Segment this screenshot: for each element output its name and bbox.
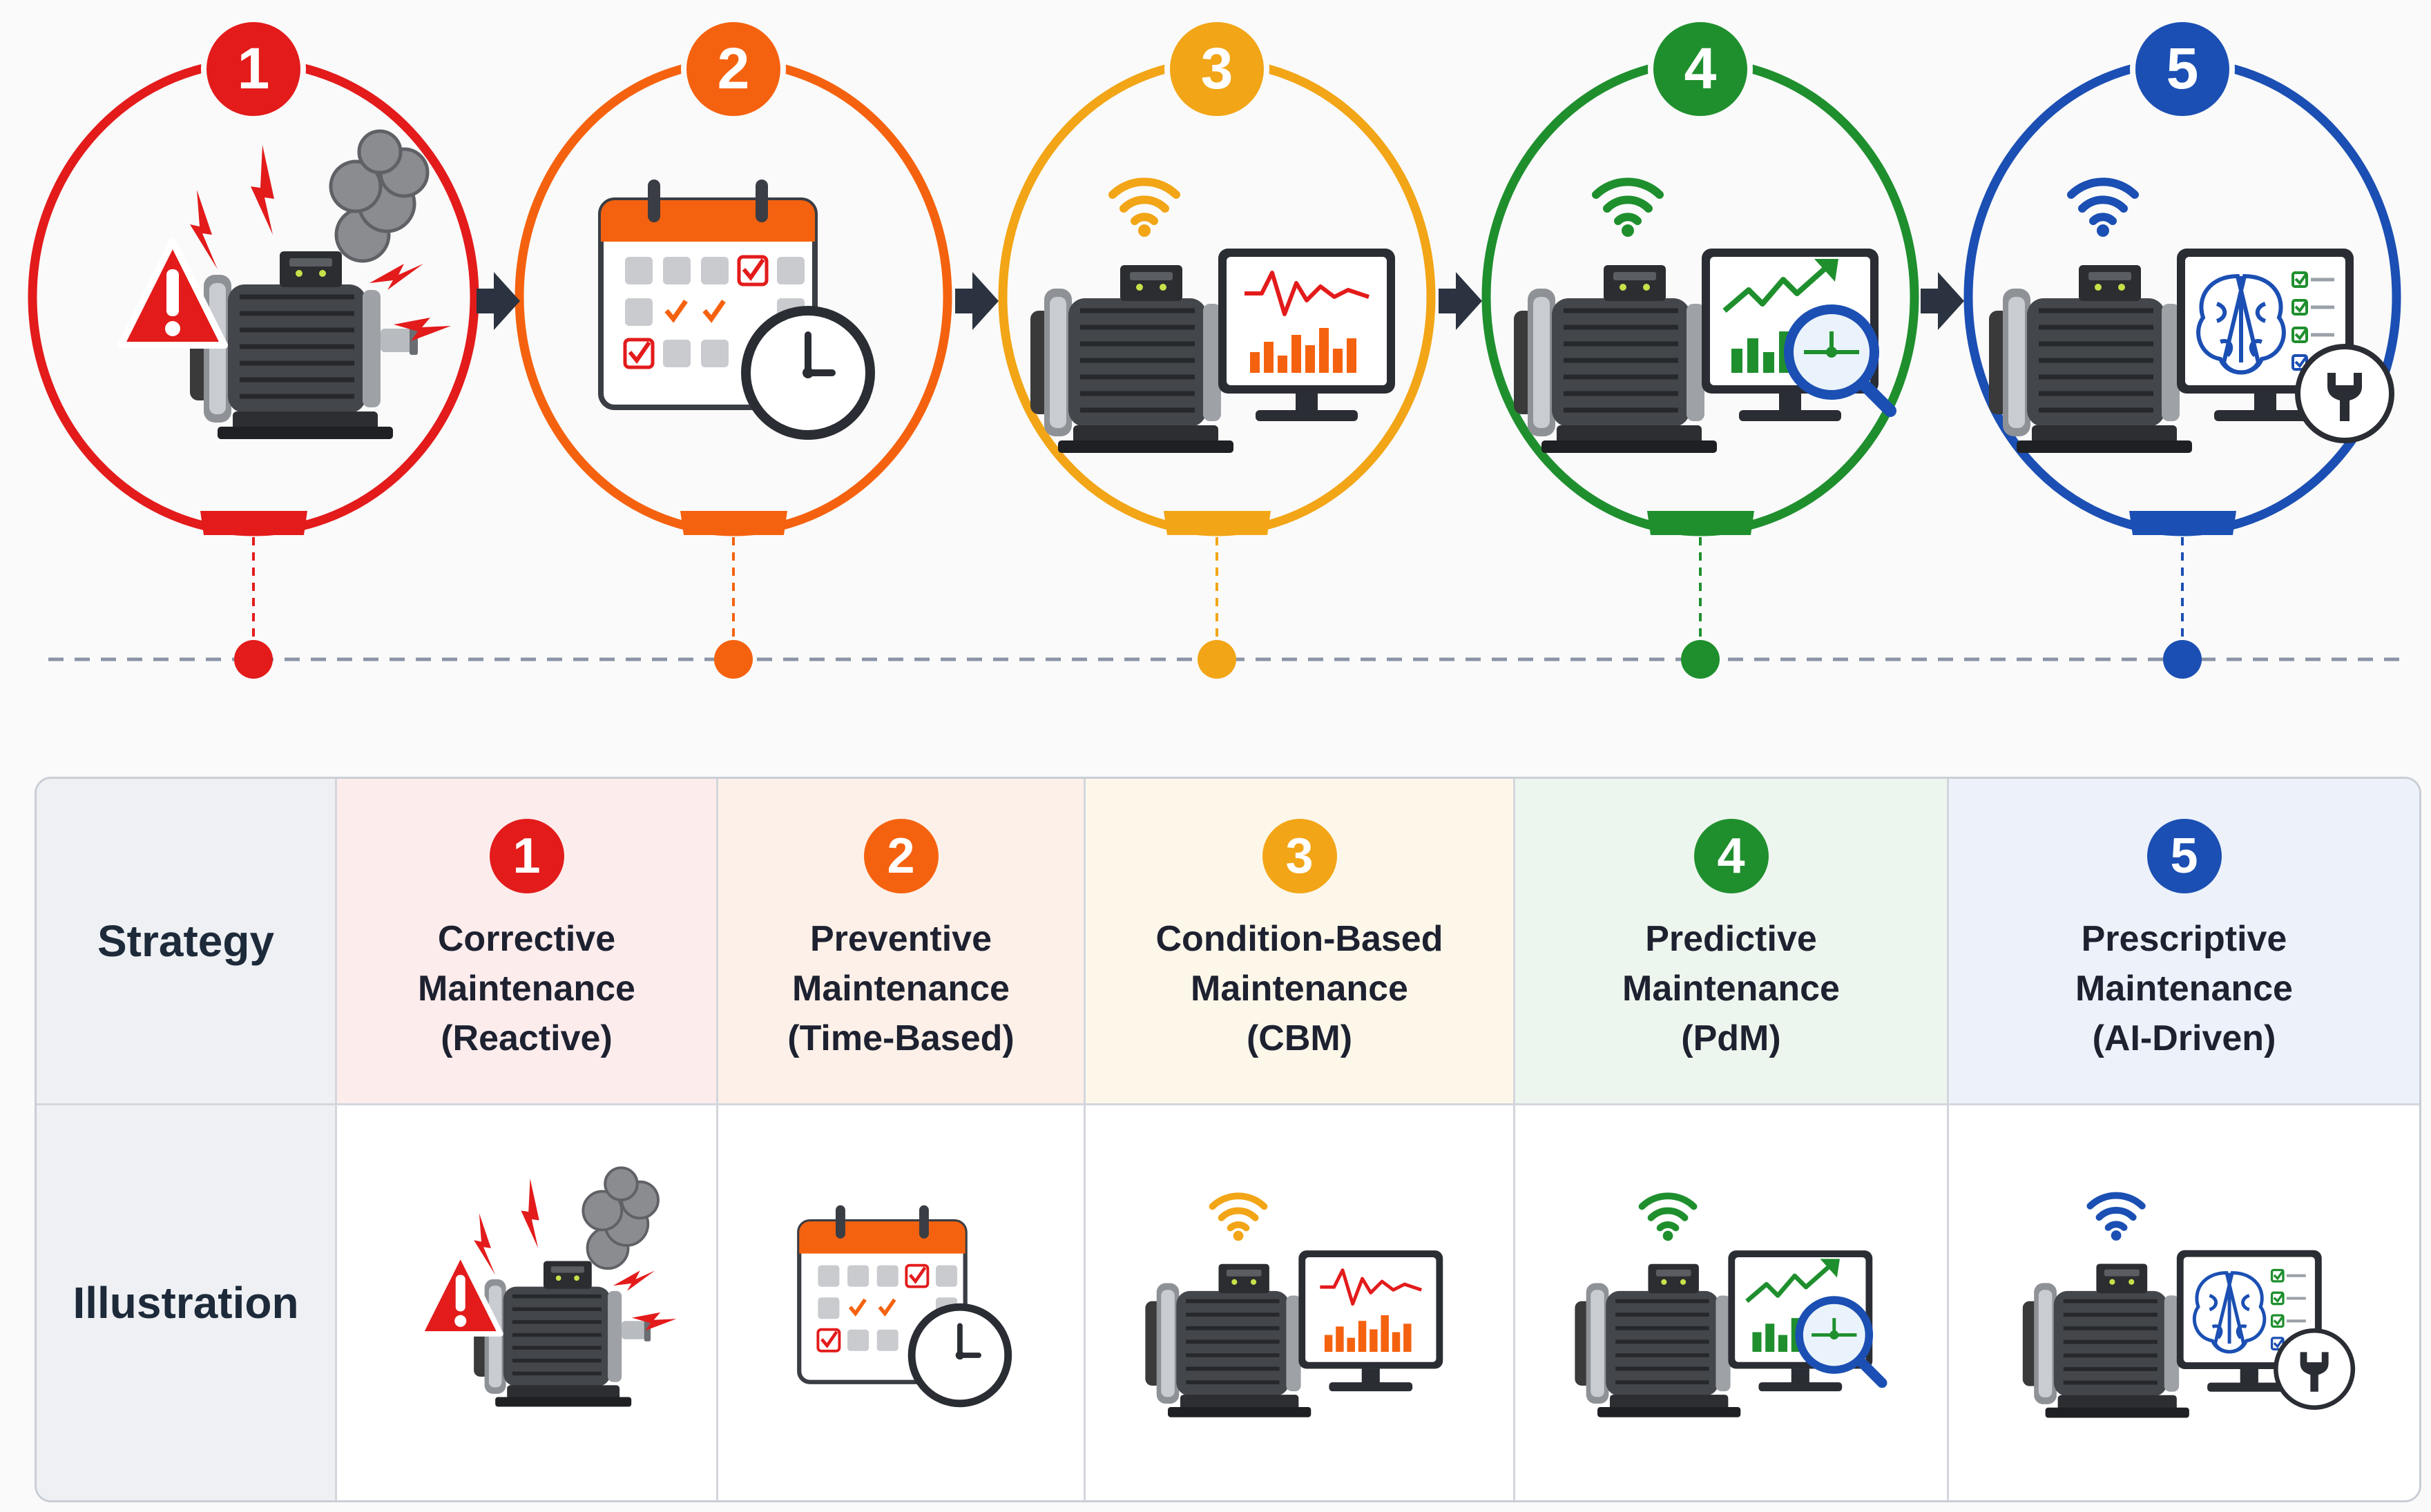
stage-2-number: 2: [718, 36, 750, 101]
strategy-4-line2: Maintenance: [1622, 969, 1840, 1009]
stage-1-dot: [234, 640, 273, 679]
strategy-cell-3: 3 Condition-Based Maintenance (CBM): [1086, 779, 1515, 1105]
stage-5-number: 5: [2166, 36, 2199, 101]
stage-5: 5: [1963, 17, 2401, 679]
strategy-3-number-badge: 3: [1262, 819, 1337, 893]
row-label-illustration: Illustration: [73, 1278, 299, 1328]
strategy-1-number-badge: 1: [489, 819, 564, 893]
stage-5-dot: [2163, 640, 2202, 679]
stage-1-tab: [200, 511, 307, 535]
illustration-cell-5: [1949, 1105, 2419, 1500]
stage-3: 3: [998, 17, 1436, 679]
motor-trend-search-icon: [1575, 1196, 1882, 1417]
strategy-5-line3: (AI-Driven): [2092, 1018, 2276, 1058]
motor-monitor-icon: [1030, 182, 1395, 453]
calendar-clock-icon: [601, 180, 870, 435]
illustration-5: [1949, 1105, 2419, 1500]
stage-5-number-badge: [2130, 17, 2235, 122]
strategy-3-line3: (CBM): [1246, 1018, 1353, 1058]
stage-2-dot: [714, 640, 753, 679]
stage-2: 2: [515, 17, 952, 679]
strategy-2-line2: Maintenance: [792, 969, 1010, 1009]
illustration-cell-1: [337, 1105, 718, 1500]
strategy-cell-4: 4 Predictive Maintenance (PdM): [1515, 779, 1949, 1105]
strategy-3-line2: Maintenance: [1191, 969, 1408, 1009]
stage-1-number-badge: [201, 17, 306, 122]
illustration-2: [718, 1105, 1084, 1500]
illustration-cell-4: [1515, 1105, 1949, 1500]
strategy-2-number-badge: 2: [863, 819, 939, 893]
strategy-1-line3: (Reactive): [441, 1018, 613, 1058]
stage-2-tab: [680, 511, 787, 535]
strategy-5-line2: Maintenance: [2075, 969, 2293, 1009]
arrow-4-5-icon: [1921, 272, 1964, 330]
strategy-cell-5: 5 Prescriptive Maintenance (AI-Driven): [1949, 779, 2419, 1105]
stage-4: 4: [1481, 17, 1919, 679]
strategy-cell-2: 2 Preventive Maintenance (Time-Based): [718, 779, 1086, 1105]
stage-1-number: 1: [238, 36, 270, 101]
stage-2-number-badge: [681, 17, 786, 122]
stage-4-tab: [1647, 511, 1754, 535]
strategy-4-line1: Predictive: [1645, 919, 1817, 959]
stage-4-dot: [1681, 640, 1720, 679]
row-header-strategy: Strategy: [37, 779, 337, 1105]
stage-4-number-badge: [1648, 17, 1753, 122]
stage-3-dot: [1198, 640, 1236, 679]
stage-3-number-badge: [1164, 17, 1269, 122]
arrow-1-2-icon: [477, 272, 520, 330]
illustration-cell-2: [718, 1105, 1086, 1500]
stage-5-tab: [2129, 511, 2236, 535]
strategy-1-line1: Corrective: [437, 919, 616, 959]
strategy-5-number-badge: 5: [2146, 819, 2222, 893]
strategy-3-line1: Condition-Based: [1155, 919, 1443, 959]
stage-4-number: 4: [1684, 36, 1717, 101]
stage-3-tab: [1164, 511, 1271, 535]
strategy-table: Strategy 1 Corrective Maintenance (React…: [35, 777, 2421, 1502]
illustration-1: [337, 1105, 716, 1500]
motor-trend-search-icon: [1514, 182, 1890, 453]
strategy-2-line3: (Time-Based): [787, 1018, 1015, 1058]
row-header-illustration: Illustration: [37, 1105, 337, 1500]
row-label-strategy: Strategy: [97, 916, 275, 966]
motor-ai-brain-icon: [1989, 182, 2392, 453]
motor-monitor-icon: [1145, 1196, 1443, 1417]
strategy-4-line3: (PdM): [1681, 1018, 1781, 1058]
illustration-3: [1086, 1105, 1513, 1500]
arrow-2-3-icon: [955, 272, 999, 330]
stage-arrows: [477, 272, 1964, 330]
strategy-cell-1: 1 Corrective Maintenance (Reactive): [337, 779, 718, 1105]
strategy-5-line1: Prescriptive: [2081, 919, 2287, 959]
stage-1: 1: [28, 17, 479, 679]
stage-3-number: 3: [1201, 36, 1233, 101]
calendar-clock-icon: [799, 1205, 1008, 1404]
strategy-1-line2: Maintenance: [418, 969, 635, 1009]
strategy-2-line1: Preventive: [809, 919, 992, 959]
illustration-4: [1515, 1105, 1947, 1500]
motor-failure-icon: [421, 1167, 677, 1406]
motor-failure-icon: [121, 131, 451, 439]
motor-ai-brain-icon: [2023, 1196, 2353, 1418]
strategy-4-number-badge: 4: [1693, 819, 1769, 893]
illustration-cell-3: [1086, 1105, 1515, 1500]
arrow-3-4-icon: [1439, 272, 1482, 330]
